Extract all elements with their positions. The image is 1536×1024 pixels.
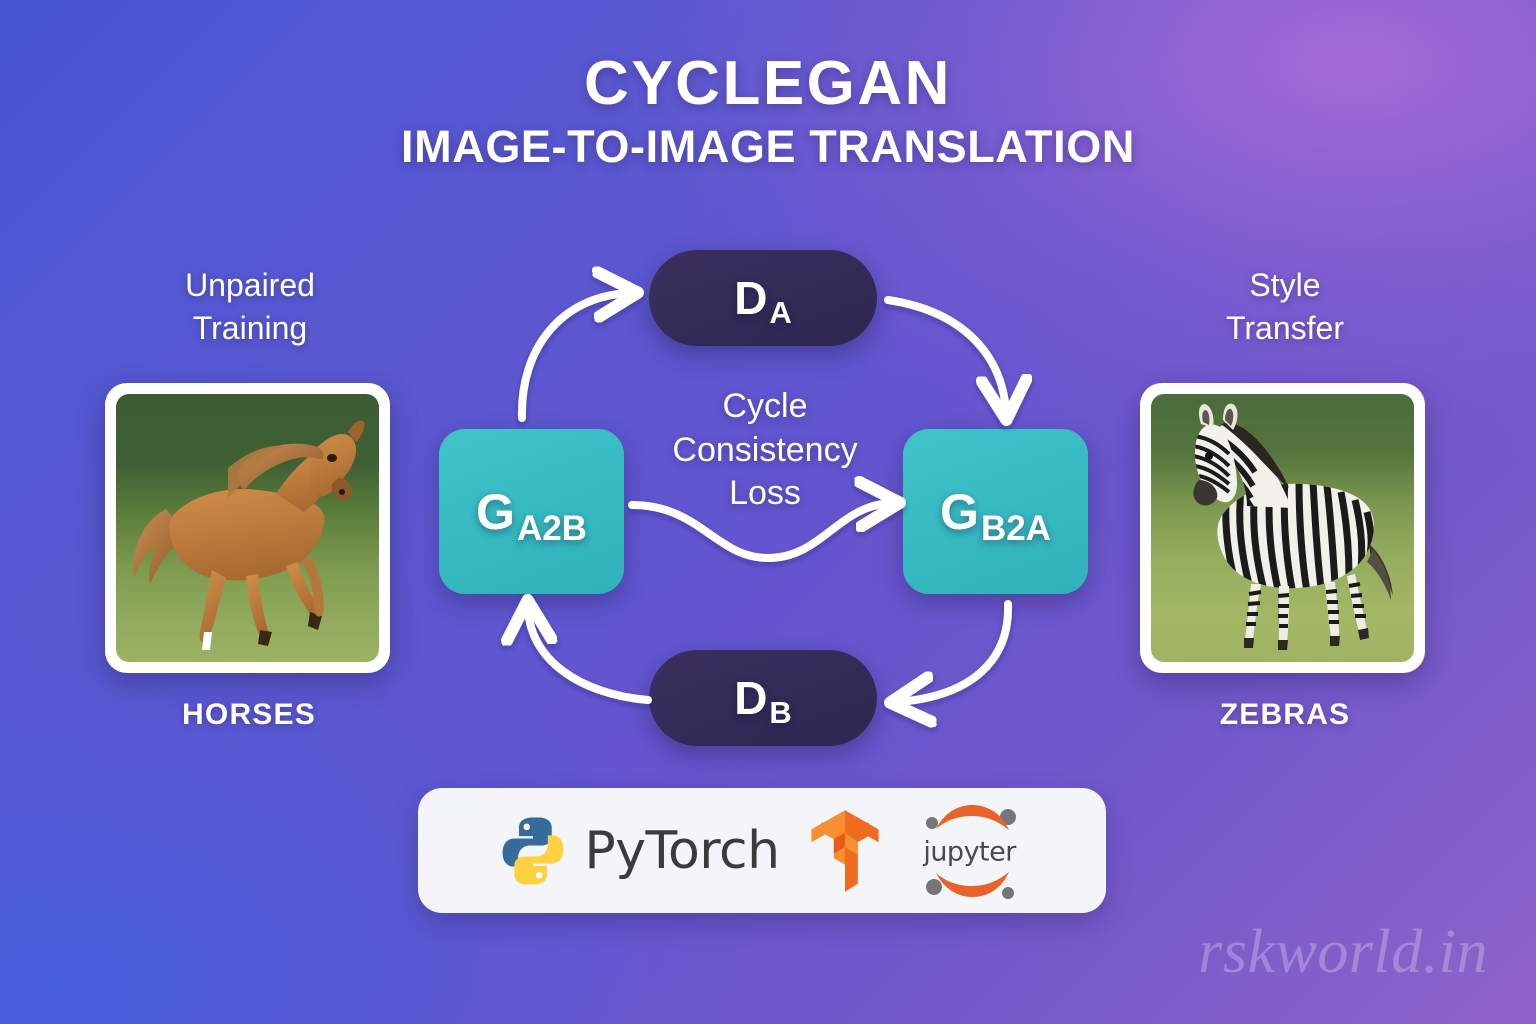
generator-a2b-subscript: A2B xyxy=(516,508,587,548)
zebra-photo xyxy=(1151,394,1414,662)
jupyter-logo-icon xyxy=(925,804,1016,899)
left-caption-line1: Unpaired xyxy=(185,267,315,303)
left-domain-label: HORSES xyxy=(182,698,316,731)
right-caption-line2: Transfer xyxy=(1226,310,1344,347)
left-caption: Unpaired Training xyxy=(120,264,380,350)
generator-a2b-symbol: G xyxy=(476,483,515,540)
horse-photo xyxy=(116,394,379,662)
loss-line2: Consistency xyxy=(672,430,858,469)
discriminator-a-subscript: A xyxy=(769,295,792,330)
pytorch-label: PyTorch xyxy=(584,820,780,881)
page-title: CYCLEGAN IMAGE-TO-IMAGE TRANSLATION xyxy=(0,49,1536,174)
arrow-generator-b-to-disc-b xyxy=(898,600,1013,702)
arrow-disc-b-to-generator-a xyxy=(528,608,652,704)
jupyter-logo-group: jupyter xyxy=(910,801,1030,901)
discriminator-a-symbol: D xyxy=(734,272,768,324)
title-main: CYCLEGAN xyxy=(584,49,952,118)
pytorch-logo-group: PyTorch xyxy=(494,812,780,890)
generator-b2a-symbol: G xyxy=(940,483,979,540)
tensorflow-logo-icon xyxy=(810,809,879,892)
right-caption: Style Transfer xyxy=(1155,264,1415,350)
python-logo-icon xyxy=(503,816,564,885)
right-domain-label: ZEBRAS xyxy=(1219,698,1351,731)
loss-line1: Cycle xyxy=(722,387,808,425)
left-caption-line2: Training xyxy=(192,310,308,347)
right-caption-line1: Style xyxy=(1249,267,1321,303)
loss-line3: Loss xyxy=(729,474,801,513)
jupyter-label: jupyter xyxy=(923,836,1016,868)
horse-image-card xyxy=(105,383,390,673)
site-watermark: rskworld.in xyxy=(1198,918,1488,986)
horse-illustration xyxy=(133,420,365,650)
discriminator-b-subscript: B xyxy=(769,695,792,730)
generator-b2a-subscript: B2A xyxy=(980,508,1051,548)
zebra-illustration xyxy=(1193,403,1393,650)
discriminator-b-symbol: D xyxy=(734,672,768,724)
zebra-image-card xyxy=(1140,383,1425,673)
cycle-consistency-loss-label: Cycle Consistency Loss xyxy=(630,385,900,516)
arrow-disc-a-to-generator-b xyxy=(884,296,1006,412)
title-subtitle: IMAGE-TO-IMAGE TRANSLATION xyxy=(401,121,1135,173)
arrow-generator-a-to-disc-a xyxy=(517,293,630,422)
framework-toolbar: PyTorch jupyter xyxy=(418,788,1106,913)
